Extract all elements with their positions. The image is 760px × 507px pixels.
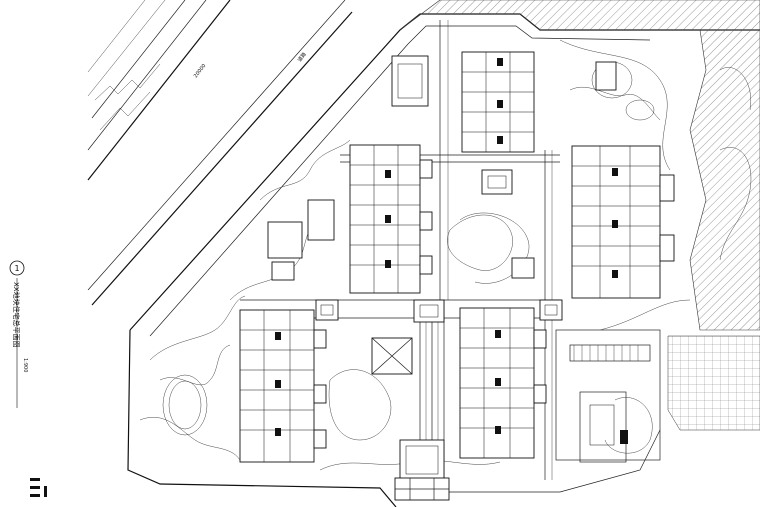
building-block-southwest [239,309,327,463]
index-circle [9,260,25,276]
drawing-title: XX地块住宅总平面图 [12,282,21,348]
parking-lot [555,329,661,463]
pavilions [267,55,617,481]
drawing-title-block: 1 XX地块住宅总平面图 1:900 [9,260,28,408]
building-block-south-center [459,307,547,459]
main-entrance [394,477,450,501]
road-band [87,0,353,306]
landscape-paths [139,39,752,471]
legend-marks [30,478,47,497]
neighbor-hatched-zone [399,0,760,431]
building-block-east [571,145,675,299]
drawing-scale: 1:900 [22,358,28,372]
building-block-north [461,51,535,153]
road-label: 道路 [296,51,308,63]
road-marks: 20000 [193,63,208,79]
building-block-west-upper [349,144,433,294]
index-number: 1 [14,264,19,273]
